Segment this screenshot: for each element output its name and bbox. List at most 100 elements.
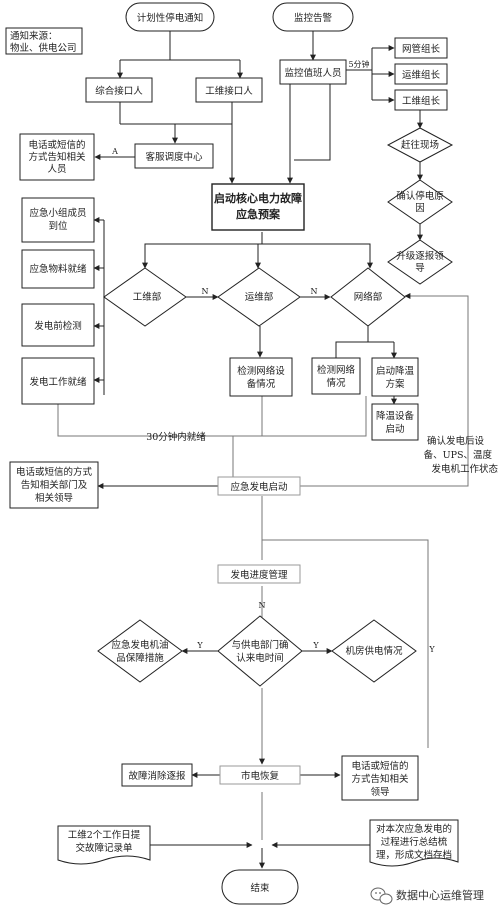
node-monitor-staff	[279, 59, 347, 85]
node-summary-line1: 对本次应急发电的	[376, 823, 452, 835]
node-end-label: 结束	[250, 882, 270, 894]
node-fuel-measures	[97, 619, 183, 683]
node-cooling-device	[371, 403, 419, 441]
node-gen-progress	[217, 564, 301, 584]
node-notify-people	[19, 133, 95, 181]
node-gen-ready	[21, 357, 95, 405]
node-confirm-cause-line1: 确认停电原	[396, 190, 444, 202]
node-material-ready-label: 应急物料就绪	[29, 263, 87, 275]
node-gen-check-label: 发电前检测	[34, 320, 82, 332]
node-maint-contact-label: 工维接口人	[205, 85, 253, 97]
label-n-maint: N	[202, 287, 209, 296]
node-service-center-label: 客服调度中心	[145, 151, 203, 163]
node-dept-ops	[217, 267, 301, 327]
node-notify-leader-line2: 方式告知相关	[351, 773, 409, 785]
connector-staff-leads-trunk	[346, 48, 373, 100]
node-net-lead	[394, 37, 448, 59]
label-5-minutes: 5分钟	[348, 59, 369, 69]
node-gen-start	[217, 476, 301, 496]
wechat-icon	[370, 887, 393, 905]
node-gen-check	[21, 303, 95, 347]
node-gen-progress-label: 发电进度管理	[230, 569, 288, 581]
node-start-cooling-line2: 方案	[385, 378, 405, 390]
node-planned-notice-label: 计划性停电通知	[137, 12, 204, 24]
node-team-arrive	[21, 197, 95, 243]
node-check-net-line1: 检测网络	[317, 364, 356, 376]
connector-net-to-check	[335, 326, 369, 358]
node-fault-report-label: 故障消除逐报	[128, 770, 186, 782]
label-n-ops: N	[311, 287, 318, 296]
node-go-site-label: 赶往现场	[401, 139, 439, 151]
watermark: 数据中心运维管理	[370, 887, 484, 905]
connector-confirm-feedback	[300, 293, 469, 487]
node-fault-record	[57, 825, 151, 865]
node-dept-maint-label: 工维部	[133, 291, 162, 303]
node-notify-dept-line1: 电话或短信的方式	[16, 466, 93, 478]
node-monitor-alarm	[272, 2, 354, 32]
watermark-text: 数据中心运维管理	[396, 888, 484, 902]
connector-30min-bar	[57, 396, 367, 437]
node-cooling-device-line2: 启动	[385, 423, 404, 435]
node-emergency-plan-line1: 启动核心电力故障	[214, 191, 302, 205]
node-power-restore-label: 市电恢复	[241, 770, 280, 782]
connectors	[57, 31, 469, 869]
label-y-fuel: Y	[196, 641, 203, 650]
node-maint-lead	[394, 89, 448, 111]
node-fuel-measures-line2: 品保障措施	[116, 652, 164, 664]
node-dept-maint	[103, 267, 187, 327]
node-material-ready	[21, 249, 95, 289]
node-notify-leader	[341, 755, 419, 801]
node-summary-line2: 过程进行总结梳	[381, 836, 448, 848]
node-dept-ops-label: 运维部	[245, 291, 274, 303]
node-general-contact	[85, 77, 153, 103]
node-notify-dept	[9, 461, 99, 509]
node-emergency-plan	[211, 183, 305, 231]
node-notify-leader-line3: 领导	[370, 786, 389, 798]
connector-right-to-restore	[262, 539, 429, 748]
label-30-minutes: 30分钟内就绪	[146, 431, 206, 443]
node-monitor-staff-label: 监控值班人员	[284, 67, 341, 79]
node-notify-people-line3: 人员	[47, 164, 66, 175]
node-dept-net	[330, 267, 406, 327]
node-room-power	[331, 619, 417, 683]
connector-staff-loop	[294, 140, 331, 161]
node-notify-people-line2: 方式告知相关	[28, 151, 86, 163]
note-confirm-after-line3: 发电机工作状态	[431, 463, 498, 475]
node-end	[221, 869, 299, 905]
node-notice-source	[5, 27, 83, 55]
node-escalate-line2: 导	[415, 263, 425, 274]
node-confirm-time-line1: 与供电部门确	[231, 639, 288, 651]
node-maint-lead-label: 工维组长	[402, 95, 441, 107]
node-check-equip-line1: 检测网络设	[237, 365, 285, 377]
node-confirm-time	[217, 615, 303, 687]
node-fault-record-line1: 工维2个工作日提	[68, 829, 141, 841]
node-check-equip	[229, 357, 293, 397]
node-gen-ready-label: 发电工作就绪	[29, 376, 87, 388]
node-emergency-plan-line2: 应急预案	[236, 207, 281, 221]
node-summary	[369, 819, 459, 867]
label-y-right: Y	[428, 645, 435, 654]
node-fault-report	[121, 763, 193, 787]
node-notify-people-line1: 电话或短信的	[28, 139, 85, 151]
node-service-center	[134, 143, 214, 169]
label-a: A	[111, 147, 118, 156]
note-confirm-after-line2: 备、UPS、温度	[424, 449, 493, 461]
node-ops-lead	[394, 63, 448, 85]
node-confirm-cause-line2: 因	[415, 203, 425, 214]
node-start-cooling	[371, 357, 419, 397]
node-confirm-cause	[387, 179, 453, 225]
node-notice-source-line1: 通知来源：	[10, 30, 58, 42]
node-team-arrive-line2: 到位	[48, 220, 68, 232]
connector-planned-to-contacts	[119, 31, 240, 78]
node-check-net	[311, 357, 361, 395]
node-team-arrive-line1: 应急小组成员	[29, 207, 86, 219]
node-notify-leader-line1: 电话或短信的	[351, 760, 408, 772]
node-cooling-device-line1: 降温设备	[376, 410, 415, 422]
label-y-room: Y	[312, 641, 319, 650]
node-summary-line3: 理，形成文档存档	[376, 849, 452, 861]
node-gen-start-label: 应急发电启动	[230, 481, 287, 493]
node-start-cooling-line1: 启动降温	[376, 365, 415, 377]
node-maint-contact	[195, 77, 263, 103]
node-room-power-label: 机房供电情况	[345, 645, 403, 657]
